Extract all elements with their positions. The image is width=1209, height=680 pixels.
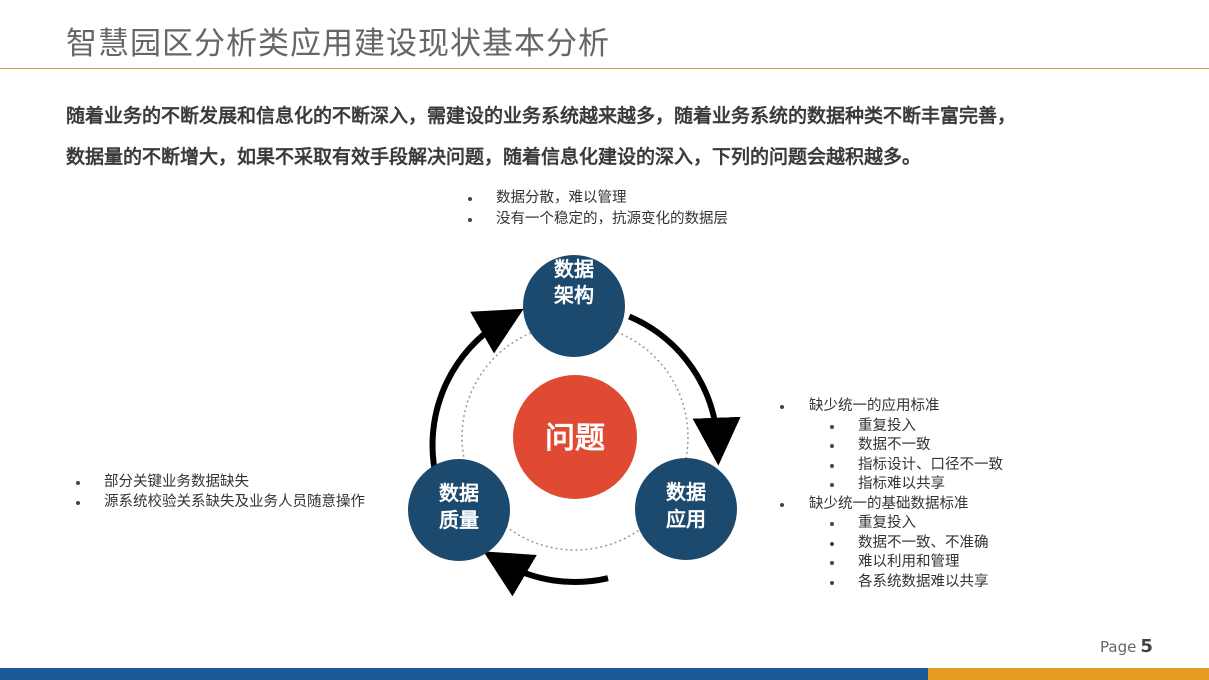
bullet-icon: [830, 541, 834, 546]
list-item: 没有一个稳定的，抗源变化的数据层: [468, 209, 728, 230]
intro-line: 数据量的不断增大，如果不采取有效手段解决问题，随着信息化建设的深入，下列的问题会…: [66, 146, 922, 168]
list-group-title: 缺少统一的基础数据标准: [778, 495, 1003, 515]
bullet-icon: [830, 561, 834, 565]
center-problem-label: 问题: [545, 421, 605, 456]
list-item-text: 缺少统一的应用标准: [809, 398, 940, 414]
cycle-arrow: [429, 308, 524, 482]
list-item-text: 指标设计、口径不一致: [858, 456, 1003, 473]
list-item-text: 数据不一致、不准确: [858, 534, 989, 551]
list-item-text: 指标难以共享: [858, 476, 945, 492]
bullet-icon: [830, 580, 834, 585]
list-group-title: 缺少统一的应用标准: [778, 397, 1003, 417]
footer-bar-orange: [928, 668, 1209, 680]
page-title: 智慧园区分析类应用建设现状基本分析: [66, 26, 610, 62]
list-item-text: 重复投入: [858, 515, 916, 531]
node-label-line: 架构: [554, 283, 594, 307]
page-label: Page: [1100, 638, 1137, 656]
list-item: 源系统校验关系缺失及业务人员随意操作: [76, 492, 365, 512]
bullet-icon: [780, 405, 784, 409]
list-item-text: 重复投入: [858, 417, 916, 434]
node-data-application: [635, 458, 737, 560]
list-item-text: 难以利用和管理: [858, 554, 960, 570]
architecture-issues-list: 数据分散，难以管理 没有一个稳定的，抗源变化的数据层: [468, 188, 728, 230]
bullet-icon: [76, 501, 80, 505]
list-item-text: 数据不一致: [858, 437, 931, 453]
list-item-text: 没有一个稳定的，抗源变化的数据层: [496, 211, 728, 227]
list-item-text: 各系统数据难以共享: [858, 573, 989, 590]
bullet-icon: [468, 218, 472, 222]
list-item: 数据分散，难以管理: [468, 188, 728, 209]
node-data-architecture: [523, 255, 625, 357]
node-label-line: 数据: [554, 257, 594, 281]
node-label-line: 质量: [439, 508, 479, 532]
list-item-text: 数据分散，难以管理: [496, 190, 627, 206]
list-item: 难以利用和管理: [778, 553, 1003, 573]
quality-issues-list: 部分关键业务数据缺失 源系统校验关系缺失及业务人员随意操作: [76, 472, 365, 512]
bullet-icon: [468, 197, 472, 201]
cycle-arrow: [483, 551, 609, 597]
list-item: 数据不一致: [778, 436, 1003, 456]
bullet-icon: [830, 522, 834, 526]
list-item: 各系统数据难以共享: [778, 573, 1003, 593]
intro-paragraph: 随着业务的不断发展和信息化的不断深入，需建设的业务系统越来越多，随着业务系统的数…: [66, 96, 1176, 178]
intro-line: 随着业务的不断发展和信息化的不断深入，需建设的业务系统越来越多，随着业务系统的数…: [66, 105, 1017, 127]
list-item-text: 缺少统一的基础数据标准: [809, 495, 969, 512]
bullet-icon: [830, 483, 834, 487]
list-item-text: 部分关键业务数据缺失: [104, 474, 249, 490]
title-divider: [0, 68, 1209, 69]
list-item: 指标难以共享: [778, 475, 1003, 495]
center-problem-circle: [513, 375, 637, 499]
node-label-line: 数据: [439, 481, 479, 505]
node-data-quality: [408, 459, 510, 561]
application-issues-list: 缺少统一的应用标准 重复投入 数据不一致 指标设计、口径不一致 指标难以共享 缺…: [778, 397, 1003, 592]
node-label-line: 应用: [666, 507, 706, 531]
list-item: 指标设计、口径不一致: [778, 456, 1003, 476]
bullet-icon: [76, 481, 80, 485]
list-item: 数据不一致、不准确: [778, 534, 1003, 554]
list-item-text: 源系统校验关系缺失及业务人员随意操作: [104, 494, 365, 510]
node-label-line: 数据: [666, 480, 706, 504]
bullet-icon: [830, 444, 834, 448]
list-item: 部分关键业务数据缺失: [76, 472, 365, 492]
list-item: 重复投入: [778, 417, 1003, 437]
bullet-icon: [780, 502, 784, 507]
page-number-value: 5: [1140, 636, 1153, 657]
footer-bar-blue: [0, 668, 928, 680]
bullet-icon: [830, 424, 834, 429]
list-item: 重复投入: [778, 514, 1003, 534]
bullet-icon: [830, 463, 834, 468]
cycle-arrow: [628, 313, 741, 466]
